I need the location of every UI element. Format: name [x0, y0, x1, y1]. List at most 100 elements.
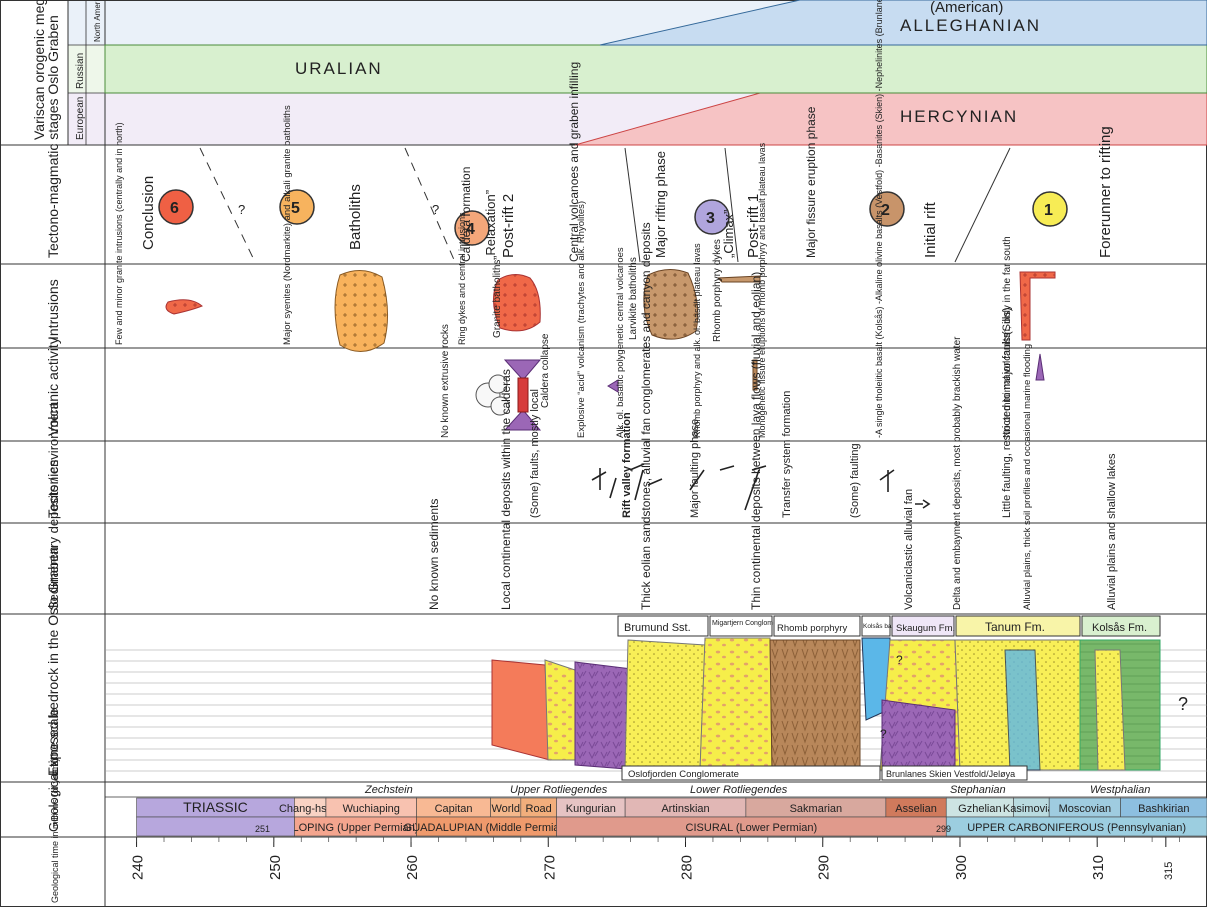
axis-tick-label: 290: [816, 855, 833, 880]
stage-question-2: ?: [432, 202, 439, 217]
oslofjorden-label: Oslofjorden Conglomerate: [628, 769, 739, 780]
bedrock-bodies: [491, 637, 1161, 771]
stage-1-num: 1: [1044, 202, 1053, 219]
alleghanian-band: [599, 0, 1207, 46]
tanum-label: Tanum Fm.: [985, 620, 1045, 634]
volcaniclastic-text: Volcaniclastic alluvial fan: [903, 489, 915, 610]
stage-6-num: 6: [170, 200, 179, 217]
timescale-stage-label: Bashkirian: [1138, 803, 1189, 815]
tectonics-row-label: Tectonics: [45, 460, 61, 518]
mc-european-label: European: [75, 97, 86, 140]
some-faulting-text: (Some) faulting: [849, 443, 861, 518]
volcanic: [475, 353, 1045, 431]
timeaxis-row-label: Geological time in millions (of years): [50, 758, 60, 903]
boundary-299-label: 299: [936, 824, 951, 834]
caldera-deposit-body: [544, 659, 576, 761]
kolsas-basalt-label: Kolsås basalt: [863, 622, 902, 630]
intrusions-row-label: Intrusions: [45, 279, 61, 340]
local-continental-text: Local continental deposits within the ca…: [499, 369, 513, 610]
mc-north-american-label: North American: [93, 0, 102, 42]
stage-4-label: Post-rift 2: [500, 194, 517, 258]
fissure-eruption-note: Major fissure eruption phase: [804, 106, 818, 258]
central-volcanoes-note: Central volcanoes and graben infilling: [567, 62, 581, 262]
rhomb-dykes-text: Rhomb porphyry dykes: [712, 239, 723, 342]
axis-tick-label: 300: [953, 855, 970, 880]
stage-5-num: 5: [291, 200, 300, 217]
westphalian-label: Westphalian: [1090, 784, 1150, 796]
zechstein-label: Zechstein: [364, 784, 413, 796]
formation-labels: Brumund Sst. Migartjern Conglomerate Rho…: [617, 615, 1188, 781]
axis-tick-label: 310: [1090, 855, 1107, 880]
rift-valley-text: Rift valley formation: [621, 412, 633, 518]
timescale-series-band: [945, 816, 1207, 837]
stage-3-num: 3: [706, 210, 715, 227]
stage-2-num: 2: [881, 202, 890, 219]
lower-rotliegendes-label: Lower Rotliegendes: [690, 784, 788, 796]
sedimentary-row-label: Sedimentary deposits / environment: [46, 402, 61, 610]
volcanic-texts: No known extrusive rocks Caldera collaps…: [440, 0, 1013, 438]
migartjern-label: Migartjern Conglomerate: [712, 620, 789, 627]
row-headers: Variscan orogenic megacycles European Ru…: [31, 0, 102, 903]
monogenetic-text: Monogenetic fissure eruptions of rhomb p…: [757, 142, 767, 438]
kolsas-fm-label: Kolsås Fm.: [1092, 622, 1147, 634]
sedimentary-texts: No known sediments Local continental dep…: [427, 222, 1118, 610]
timescale-stage-label: World: [491, 803, 520, 815]
kolsas-sand-body: [1094, 649, 1126, 771]
major-syenites-text: Major syenites (Nordmarkite) and alkali …: [282, 105, 293, 345]
transfer-text: Transfer system formation: [781, 391, 793, 518]
alluvial-plains-lakes-text: Alluvial plains and shallow lakes: [1106, 453, 1118, 610]
axis-tick-label: 270: [541, 855, 558, 880]
timescale-triassic-lower: [136, 816, 295, 837]
larvikite-shape: [643, 269, 699, 340]
sills-text: (Sills): [1001, 308, 1013, 336]
timescale-series: LOPING (Upper Permian)GUADALUPIAN (Middl…: [136, 816, 1207, 837]
tectonics-faults: [591, 463, 931, 511]
stage-2-label: Initial rift: [922, 201, 939, 258]
timescale-row-label: Geological time scale: [46, 708, 61, 832]
stage-1-label: Forerunner to rifting: [1097, 126, 1114, 258]
timescale-stage-label: Kasimovian: [1003, 803, 1060, 815]
major-rifting-note: Major rifting phase: [653, 151, 668, 258]
rhomb-porphyry-label: Rhomb porphyry: [777, 623, 847, 634]
upper-rotliegendes-label: Upper Rotliegendes: [510, 784, 608, 796]
granite-body: [491, 659, 551, 761]
stage-6-label: Conclusion: [140, 176, 157, 250]
axis-tick-label: 315: [1163, 862, 1175, 880]
stage-3-label: Post-rift 1: [745, 194, 762, 258]
axis-tick-label: 250: [267, 855, 284, 880]
alk-basaltic-text: Alk. ol. basaltic polygenetic central vo…: [615, 247, 626, 438]
uralian-label: URALIAN: [295, 59, 383, 78]
some-faults-text: (Some) faults, mostly local: [529, 389, 541, 518]
axis-tick-label: 240: [130, 855, 147, 880]
skaugum-label: Skaugum Fm.: [896, 623, 955, 634]
timescale-stage-label: Capitan: [435, 803, 473, 815]
no-known-extrusive-text: No known extrusive rocks: [440, 324, 451, 438]
rhomb-porphyry-body: [769, 639, 861, 771]
kolsas-question: ?: [880, 727, 887, 741]
boundary-251-label: 251: [255, 824, 270, 834]
sills-shape: [1019, 271, 1056, 341]
tectono-row-label: Tectono-magmatic stages Oslo Graben: [45, 15, 61, 258]
megacycles-row-label: Variscan orogenic megacycles: [31, 0, 47, 140]
intrusions: [165, 269, 1056, 352]
timescale-stage-label: Wuchiaping: [343, 803, 400, 815]
rhomb-lavas-text: Rhomb porphyry and alk. ol. basalt plate…: [692, 243, 702, 438]
stage-5-circle: [279, 189, 315, 225]
timescale-stage-label: Moscovian: [1059, 803, 1112, 815]
hercynian-band: [574, 92, 1207, 146]
thin-continental-text: Thin continental deposits between lava f…: [749, 272, 763, 610]
stage-4-circle: [454, 210, 490, 246]
stage-4-num: 4: [466, 221, 475, 238]
stage-5-label: Batholiths: [347, 184, 364, 250]
timescale-stage-label: Asselian: [895, 803, 937, 815]
stage-4-extra: „Relaxation”: [483, 190, 498, 260]
timescale-series-label: CISURAL (Lower Permian): [686, 822, 818, 834]
timescale-stage-label: Road: [526, 803, 552, 815]
no-minimal-text: No or minimal volcanism, only in the far…: [1002, 236, 1013, 438]
few-minor-text: Few and minor granite intrusions (centra…: [114, 122, 124, 345]
granite-batholith-shape: [493, 274, 541, 332]
alleghanian-label: ALLEGHANIAN: [900, 16, 1041, 35]
